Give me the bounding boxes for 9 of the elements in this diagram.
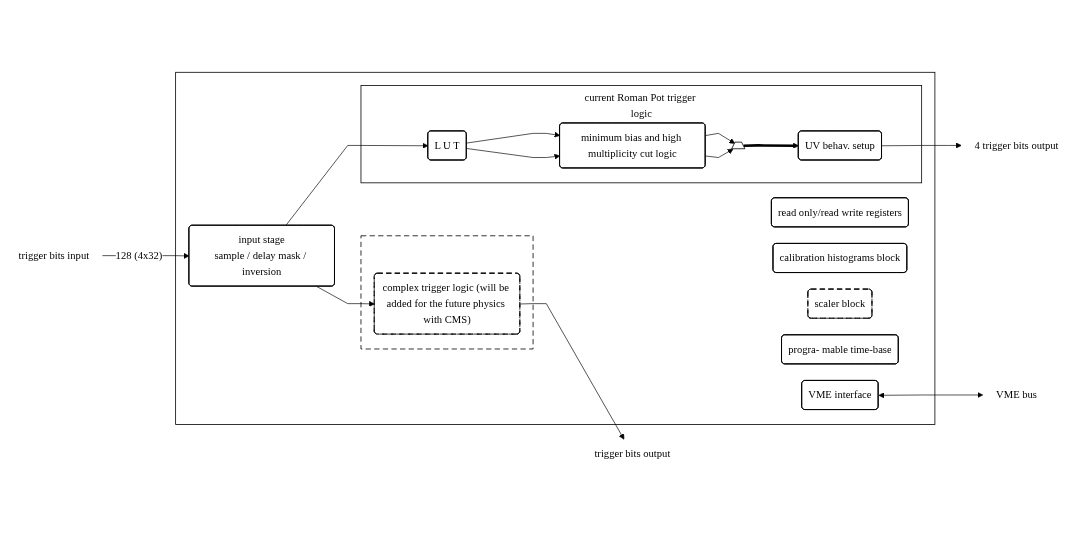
cluster: [175, 71, 936, 425]
node-text: trigger bits output: [594, 447, 671, 459]
arrow: [743, 142, 799, 149]
node-text: VME bus: [996, 388, 1037, 400]
node-text: 4 trigger bits output: [974, 139, 1059, 151]
cluster: [360, 235, 534, 349]
edge-label: 128 (4x32): [115, 249, 163, 261]
node-text: trigger bits input: [18, 249, 90, 261]
node-trapezoid: [731, 141, 746, 149]
